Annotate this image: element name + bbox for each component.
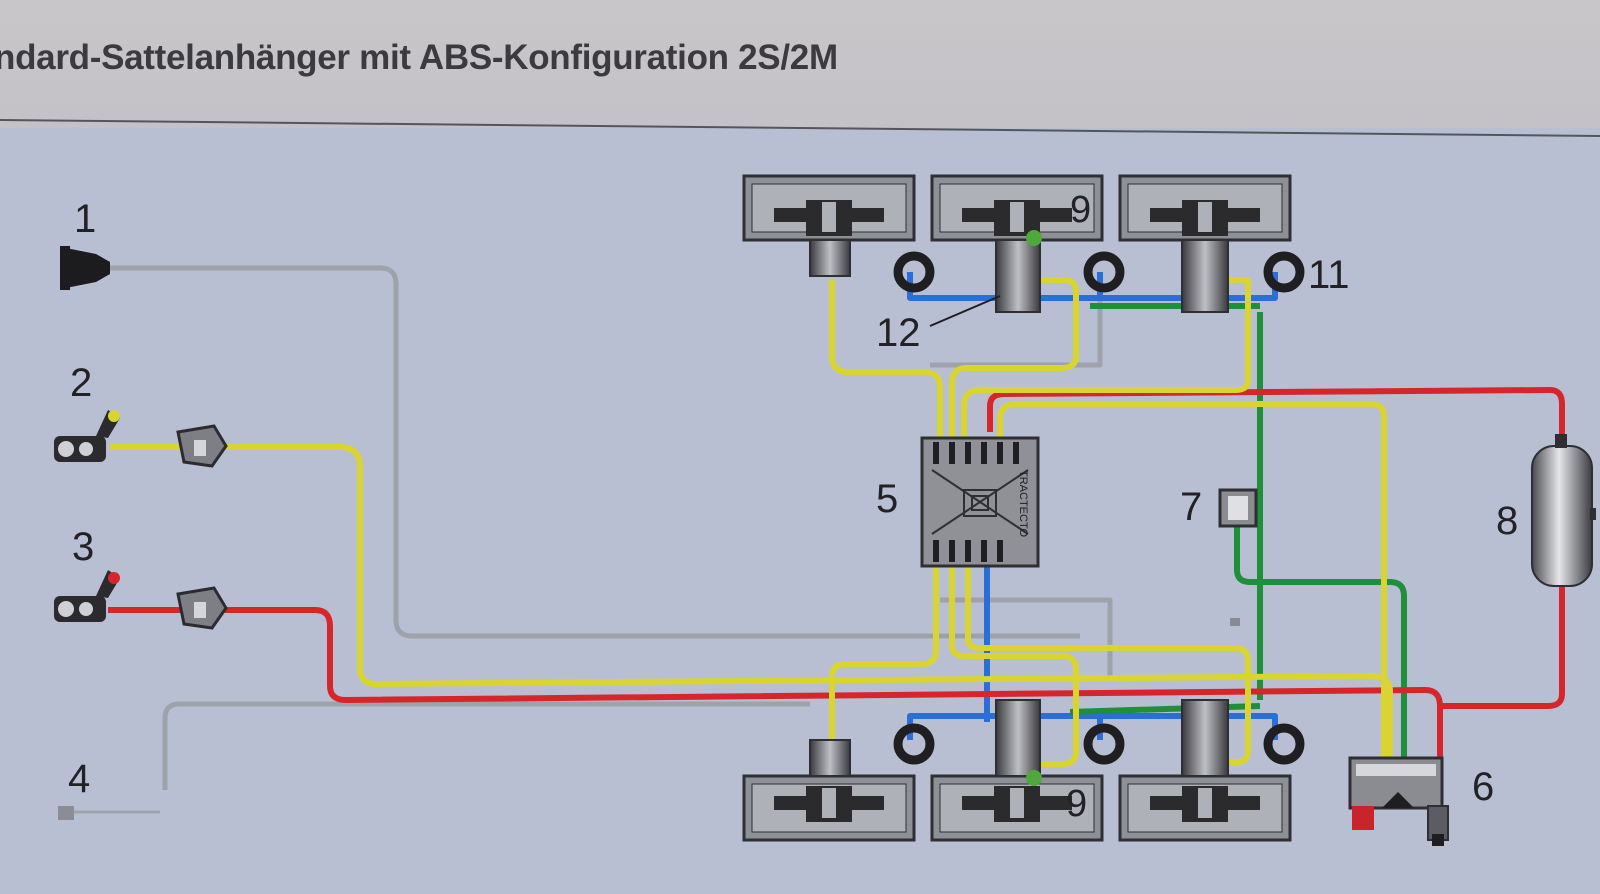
test-valve-7 <box>1218 488 1258 626</box>
sensor-ring-top-3 <box>1263 251 1305 293</box>
supply-lines <box>108 387 1565 760</box>
callout-8: 8 <box>1496 499 1518 543</box>
callout-1: 1 <box>74 197 96 241</box>
electric-connector-1 <box>60 246 110 290</box>
diagram-title: ndard-Sattelanhänger mit ABS-Konfigurati… <box>0 38 838 77</box>
brake-chamber-bottom-3 <box>1118 699 1292 842</box>
sensor-rings <box>893 251 1305 765</box>
coupling-head-3 <box>54 570 120 622</box>
control-line-cyl1 <box>829 280 943 440</box>
callout-3: 3 <box>72 525 94 569</box>
sensor-ring-bottom-1 <box>893 723 935 765</box>
abs-relay-valve-6 <box>1348 756 1449 846</box>
callout-12: 12 <box>876 311 921 355</box>
electric-line-4 <box>162 701 810 790</box>
control-line-bot2 <box>949 565 1079 767</box>
callout-9-top: 9 <box>1070 189 1091 231</box>
control-lines <box>110 277 1393 767</box>
supply-line-tank-return <box>1440 586 1565 709</box>
callout-12-leader <box>929 295 1001 327</box>
sensor-ring-top-1 <box>893 251 935 293</box>
line-filter-3 <box>176 586 228 630</box>
electric-line-1 <box>110 265 1080 639</box>
title-bar: ndard-Sattelanhänger mit ABS-Konfigurati… <box>0 0 1600 128</box>
connector-4 <box>58 806 74 820</box>
callout-11: 11 <box>1308 253 1350 297</box>
control-line-to-6 <box>997 401 1387 764</box>
brake-chamber-bottom-1 <box>742 739 916 842</box>
callout-7: 7 <box>1180 485 1202 529</box>
electric-line-ecu <box>940 597 1113 680</box>
sensor-ring-bottom-2 <box>1083 723 1125 765</box>
sensor-ring-bottom-3 <box>1263 723 1305 765</box>
control-line-bot1 <box>829 565 939 740</box>
delivery-line-to-6 <box>1234 520 1407 770</box>
control-line-cyl3 <box>961 277 1251 440</box>
electric-lines <box>60 265 1113 814</box>
brake-chamber-top-3 <box>1118 174 1292 313</box>
header-divider <box>0 119 1600 137</box>
sensor-ring-top-2 <box>1083 251 1125 293</box>
brake-chamber-top-1 <box>742 174 916 277</box>
supply-line-top <box>987 387 1565 436</box>
brake-chamber-bottom-2 <box>930 699 1104 842</box>
line-filter-2 <box>176 424 228 468</box>
callout-4: 4 <box>68 757 90 801</box>
delivery-lines <box>1069 303 1407 770</box>
control-line-cyl2 <box>949 277 1079 440</box>
callout-2: 2 <box>70 361 92 405</box>
coupling-head-2 <box>54 410 120 462</box>
ecu-label: TRACTECTO <box>1017 470 1029 537</box>
callout-9-bottom: 9 <box>1066 783 1087 825</box>
supply-line-main <box>108 607 1443 760</box>
brake-chamber-top-2 <box>930 174 1104 313</box>
control-line-bot3 <box>965 565 1251 765</box>
callout-5: 5 <box>876 477 898 521</box>
abs-ecu: TRACTECTO <box>920 436 1040 568</box>
air-tank-8 <box>1531 434 1596 587</box>
delivery-line-bottom <box>1069 703 1261 715</box>
callout-6: 6 <box>1472 765 1494 809</box>
